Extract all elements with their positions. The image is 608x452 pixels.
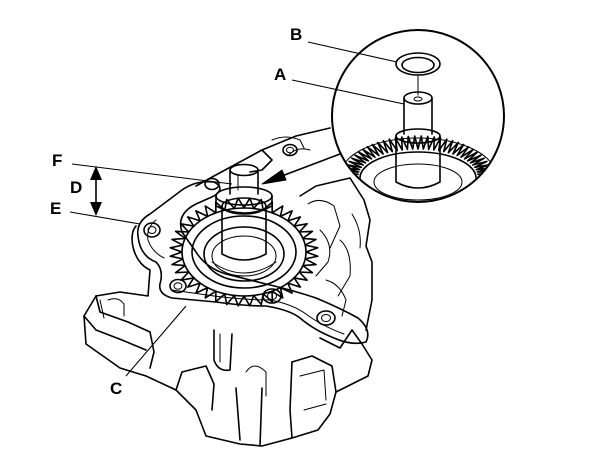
gasket (136, 143, 369, 345)
label-f: F (52, 151, 62, 170)
label-c: C (110, 379, 122, 398)
label-a: A (274, 65, 286, 84)
label-d: D (70, 178, 82, 197)
pump-shaft (215, 163, 273, 261)
housing (83, 127, 373, 447)
leader-lines (69, 41, 405, 377)
dimension-d-arrow (90, 166, 102, 216)
label-e: E (50, 199, 61, 218)
callout-arrow (261, 153, 341, 185)
label-b: B (290, 25, 302, 44)
main-gear (169, 197, 319, 307)
detail-inset (331, 29, 505, 203)
